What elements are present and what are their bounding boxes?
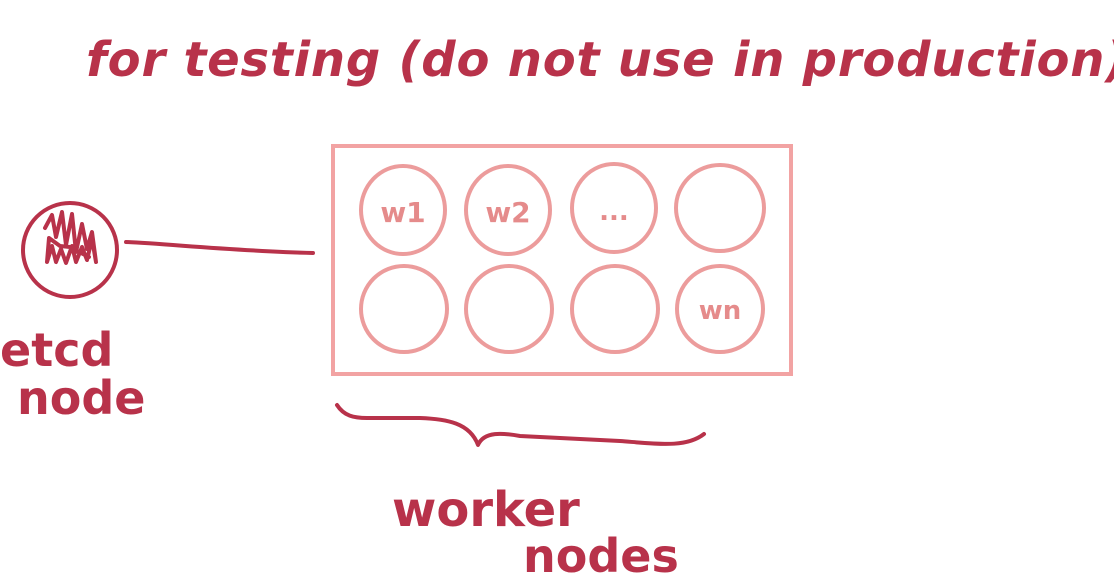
worker-node-8: wn [675, 264, 765, 354]
worker-node-6 [464, 264, 554, 354]
worker-node-3-label: ... [599, 197, 629, 227]
worker-node-1-label: w1 [380, 196, 425, 229]
worker-node-3: ... [570, 162, 658, 254]
etcd-node-scribble [43, 210, 98, 265]
etcd-to-cluster-line [124, 240, 315, 255]
worker-label-line1: worker [392, 482, 580, 538]
worker-node-2: w2 [464, 164, 552, 256]
worker-node-7 [570, 264, 660, 354]
title-text: for testing (do not use in production) [86, 32, 1114, 88]
worker-node-8-label: wn [699, 296, 742, 326]
worker-cluster-brace [335, 403, 706, 447]
worker-label-line2: nodes [523, 529, 679, 582]
etcd-label-line2: node [17, 371, 145, 425]
worker-node-5 [359, 264, 449, 354]
worker-node-4 [674, 163, 766, 253]
worker-node-2-label: w2 [485, 196, 530, 229]
worker-cluster-box [331, 144, 793, 376]
etcd-label-line1: etcd [0, 323, 113, 377]
etcd-node [21, 201, 119, 299]
etcd-node-circle [21, 201, 119, 299]
worker-node-1: w1 [359, 164, 447, 256]
